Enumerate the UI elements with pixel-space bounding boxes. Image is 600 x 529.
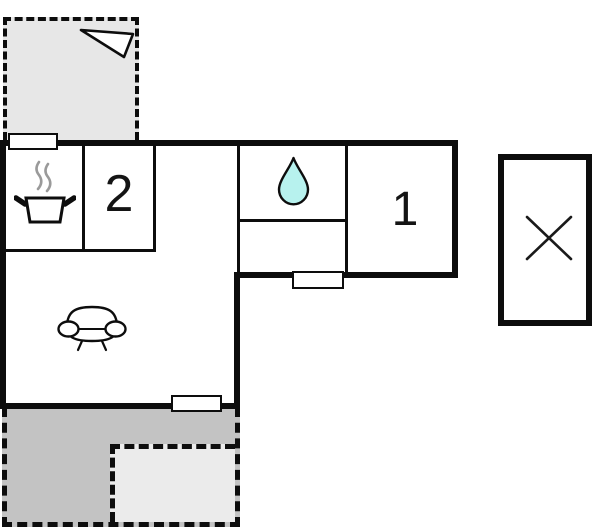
- wall-wing-bottom: [234, 272, 458, 278]
- wall-bottom: [0, 403, 240, 409]
- room-2-label: 2: [104, 165, 134, 223]
- outbuilding-box: [498, 154, 592, 326]
- partition-bathroom-entry: [237, 219, 348, 222]
- diagonal-cross-icon: [525, 215, 573, 261]
- stove-icon: [14, 158, 76, 228]
- dashed-area-bottom-inner: [110, 444, 235, 522]
- wall-left: [0, 140, 6, 409]
- sofa-icon: [57, 302, 127, 352]
- room-1-label: 1: [391, 183, 419, 236]
- partition-kitchen-bottom: [0, 249, 156, 252]
- partition-room2-hall: [153, 146, 156, 252]
- window-bottom: [171, 395, 222, 412]
- entrance-door: [292, 271, 344, 289]
- water-drop-icon: [277, 156, 310, 206]
- wall-right: [452, 140, 458, 278]
- wall-top: [0, 140, 458, 146]
- partition-hall-bathroom: [237, 146, 240, 272]
- partition-kitchen-room2: [82, 146, 85, 252]
- wall-step-vertical: [234, 278, 240, 409]
- partition-bathroom-room1: [345, 146, 348, 272]
- window-top-left: [8, 133, 58, 150]
- roof-window-triangle-icon: [76, 22, 136, 62]
